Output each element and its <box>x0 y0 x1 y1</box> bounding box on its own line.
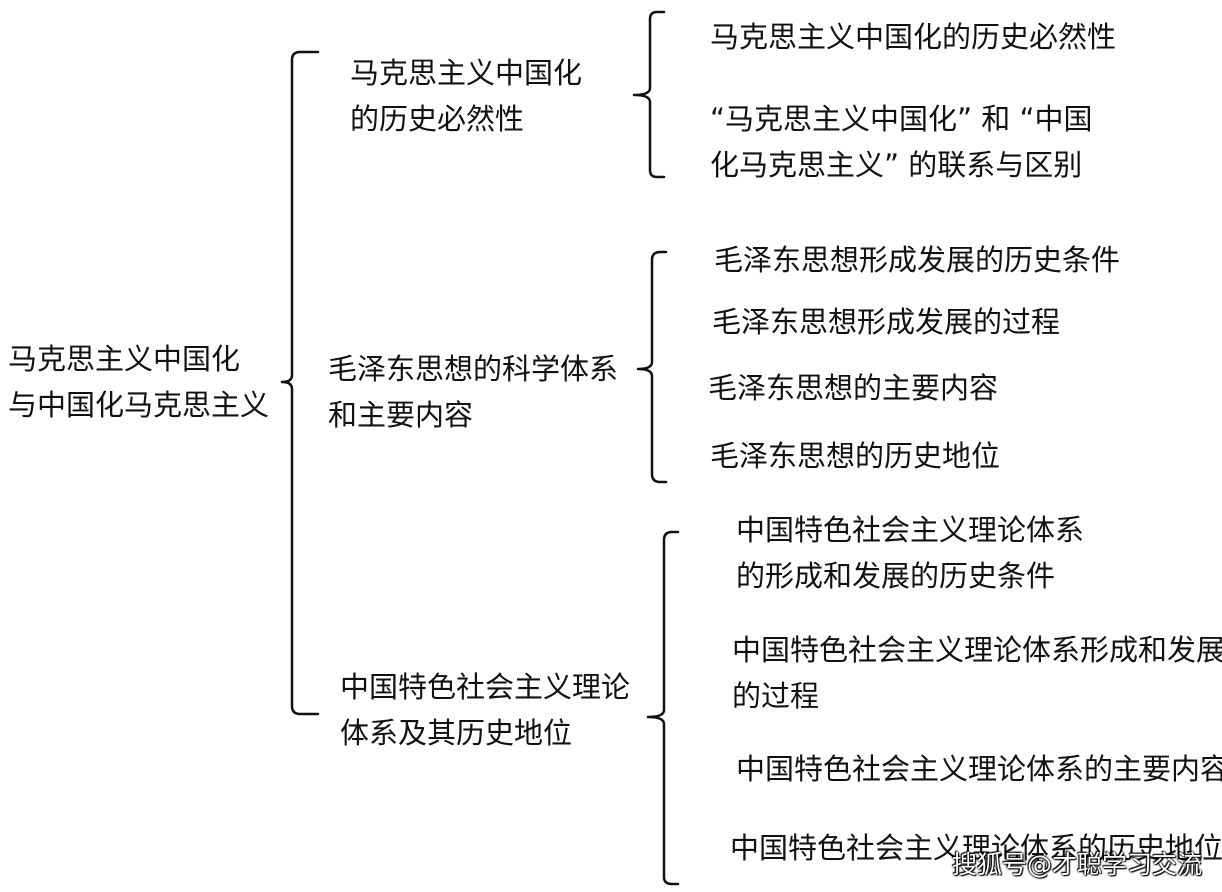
section-1-bracket <box>632 10 666 179</box>
root-line-1: 马克思主义中国化 <box>8 342 241 376</box>
section-2-item-3: 毛泽东思想的主要内容 <box>708 365 998 411</box>
item-line: 中国特色社会主义理论体系的历史地位 <box>730 831 1222 865</box>
section-2-bracket <box>636 250 668 484</box>
item-line: 的形成和发展的历史条件 <box>736 559 1056 593</box>
section-2-title-line-2: 和主要内容 <box>328 398 474 432</box>
section-2-item-4: 毛泽东思想的历史地位 <box>710 433 1000 479</box>
item-line: 毛泽东思想形成发展的过程 <box>712 305 1061 339</box>
section-2-item-1: 毛泽东思想形成发展的历史条件 <box>714 237 1120 283</box>
section-3-item-2: 中国特色社会主义理论体系形成和发展 的过程 <box>732 627 1222 719</box>
section-3-title-line-1: 中国特色社会主义理论 <box>340 670 631 704</box>
item-line: “马克思主义中国化” 和 “中国 <box>710 102 1093 136</box>
section-3-title-line-2: 体系及其历史地位 <box>340 716 573 750</box>
item-line: 马克思主义中国化的历史必然性 <box>710 20 1117 54</box>
root-line-2: 与中国化马克思主义 <box>8 388 270 422</box>
section-3-item-3: 中国特色社会主义理论体系的主要内容 <box>736 746 1222 792</box>
section-3-bracket <box>646 530 680 886</box>
item-line: 毛泽东思想的主要内容 <box>708 371 999 405</box>
item-line: 中国特色社会主义理论体系 <box>736 513 1085 547</box>
root-node: 马克思主义中国化 与中国化马克思主义 <box>8 336 269 428</box>
section-1-title: 马克思主义中国化 的历史必然性 <box>350 50 582 142</box>
section-1-item-2: “马克思主义中国化” 和 “中国 化马克思主义” 的联系与区别 <box>710 96 1093 188</box>
section-1-title-line-2: 的历史必然性 <box>350 102 525 136</box>
section-1-title-line-1: 马克思主义中国化 <box>350 56 583 90</box>
root-bracket <box>280 50 320 716</box>
section-3-item-1: 中国特色社会主义理论体系 的形成和发展的历史条件 <box>736 507 1084 599</box>
watermark: 搜狐号@才聪学习交流 <box>952 850 1203 879</box>
item-line: 毛泽东思想的历史地位 <box>710 439 1001 473</box>
item-line: 中国特色社会主义理论体系的主要内容 <box>736 752 1222 786</box>
section-1-item-1: 马克思主义中国化的历史必然性 <box>710 14 1116 60</box>
section-3-item-4: 中国特色社会主义理论体系的历史地位 <box>730 825 1222 871</box>
section-3-title: 中国特色社会主义理论 体系及其历史地位 <box>340 664 630 756</box>
item-line: 中国特色社会主义理论体系形成和发展 <box>732 633 1222 667</box>
section-2-title: 毛泽东思想的科学体系 和主要内容 <box>328 346 618 438</box>
item-line: 化马克思主义” 的联系与区别 <box>710 148 1083 182</box>
section-2-title-line-1: 毛泽东思想的科学体系 <box>328 352 619 386</box>
item-line: 的过程 <box>732 679 820 713</box>
section-2-item-2: 毛泽东思想形成发展的过程 <box>712 299 1060 345</box>
item-line: 毛泽东思想形成发展的历史条件 <box>714 243 1121 277</box>
